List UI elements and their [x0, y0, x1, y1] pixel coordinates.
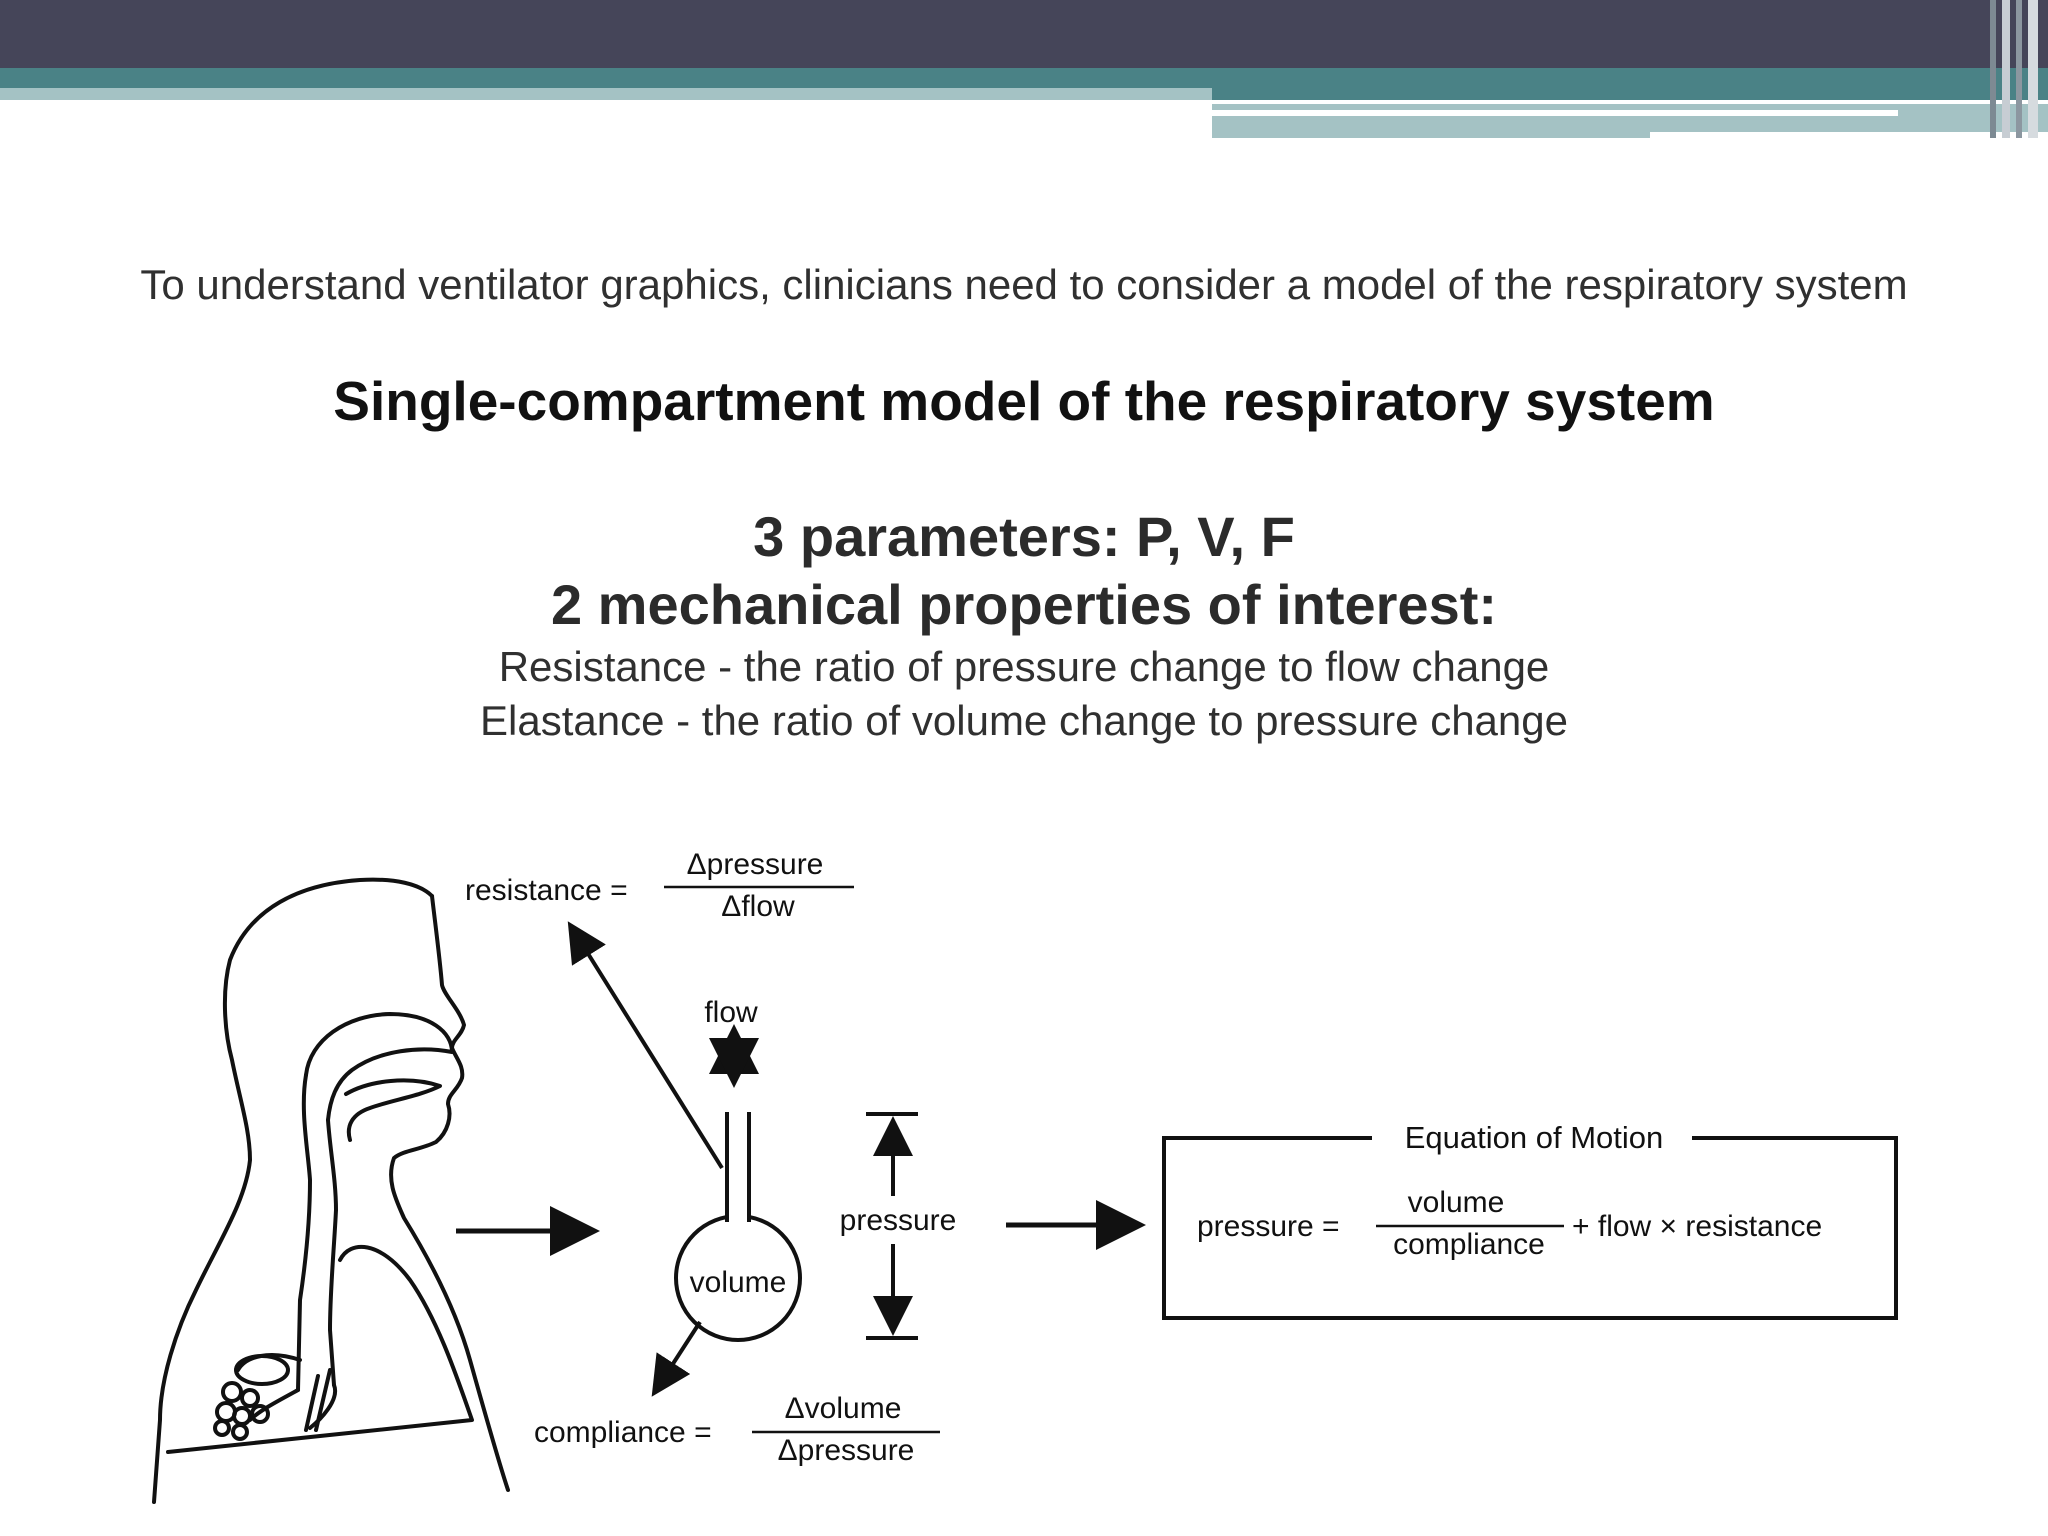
- flow-label: flow: [704, 996, 758, 1029]
- banner-light-stripe-left: [0, 88, 1212, 100]
- alveoli-b: [240, 1388, 260, 1408]
- equation-title: Equation of Motion: [1405, 1120, 1664, 1155]
- face-profile: [389, 894, 510, 1492]
- human-anatomy-illustration: [152, 877, 510, 1504]
- compliance-denominator: Δpressure: [778, 1434, 915, 1467]
- equation-numerator: volume: [1408, 1186, 1505, 1219]
- alveoli-e: [250, 1404, 270, 1424]
- parameters-heading: 3 parameters: P, V, F: [753, 505, 1295, 568]
- equation-title-mask: [1372, 1120, 1692, 1156]
- lung-outline: [166, 1245, 474, 1454]
- equation-rest: + flow × resistance: [1572, 1210, 1822, 1243]
- alveoli-f: [213, 1419, 231, 1437]
- equation-denominator: compliance: [1393, 1228, 1545, 1261]
- pressure-indicator: [866, 1112, 918, 1340]
- banner-white-line: [1212, 110, 1898, 116]
- balloon-neck-mask: [729, 1210, 747, 1224]
- resistance-denominator: Δflow: [721, 890, 795, 923]
- head-outline: [152, 877, 434, 1504]
- bronchus-right: [308, 1383, 338, 1430]
- alveoli-g: [231, 1423, 249, 1441]
- compliance-numerator: Δvolume: [785, 1392, 902, 1425]
- properties-heading: 2 mechanical properties of interest:: [550, 573, 1498, 636]
- banner-corner-4: [2028, 0, 2038, 138]
- airway-left: [296, 1073, 312, 1392]
- banner-white-gap: [0, 100, 1212, 140]
- equation-pressure-term: pressure =: [1197, 1210, 1340, 1243]
- banner-corner-1: [1990, 0, 1996, 138]
- alveoli-a: [221, 1381, 243, 1403]
- banner-corner-2: [2002, 0, 2010, 138]
- pressure-label: pressure: [840, 1204, 957, 1237]
- compliance-label: compliance =: [534, 1416, 712, 1449]
- banner-dark-band: [0, 0, 2048, 68]
- elastance-definition: Elastance - the ratio of volume change t…: [480, 697, 1568, 744]
- resistance-numerator: Δpressure: [687, 848, 824, 881]
- compliance-arrow: [651, 1320, 702, 1397]
- alveoli-d: [232, 1406, 252, 1426]
- banner-corner-3: [2016, 0, 2022, 138]
- intro-text: To understand ventilator graphics, clini…: [140, 261, 1908, 308]
- oral-cavity: [344, 1078, 442, 1142]
- slide-title: Single-compartment model of the respirat…: [333, 370, 1715, 432]
- airway-right: [326, 1118, 338, 1387]
- header-banner: [0, 0, 2048, 140]
- resistance-label: resistance =: [465, 874, 628, 907]
- banner-light-strip-lower: [1650, 132, 2048, 140]
- resistance-definition: Resistance - the ratio of pressure chang…: [498, 643, 1550, 690]
- resistance-arrow: [567, 921, 724, 1170]
- volume-label: volume: [690, 1266, 787, 1299]
- balloon-model: [674, 1112, 802, 1342]
- nasal-cavity: [304, 1012, 454, 1122]
- lobe-a: [234, 1354, 290, 1386]
